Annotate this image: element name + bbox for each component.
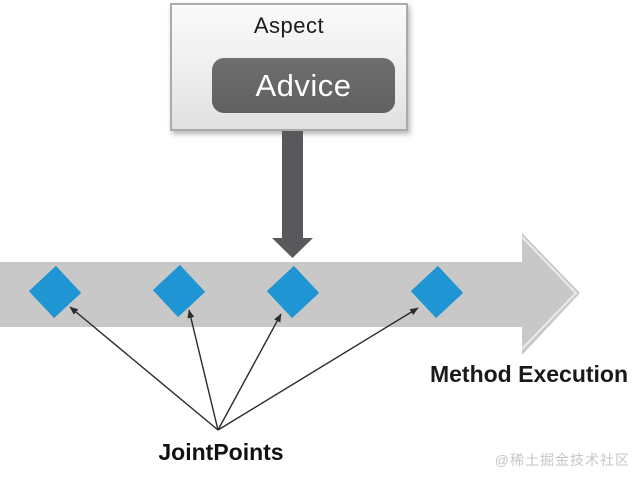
arrowhead-bevel-highlight xyxy=(521,236,578,350)
jointpoint-diamond xyxy=(152,264,206,318)
advice-button: Advice xyxy=(212,58,395,113)
jointpoints-label: JointPoints xyxy=(158,439,284,465)
jointpoint-pointer-line xyxy=(187,309,219,431)
jointpoint-pointer-line xyxy=(69,306,219,431)
aspect-box-title: Aspect xyxy=(253,13,325,38)
jointpoint-diamond xyxy=(28,265,82,319)
method-execution-label: Method Execution xyxy=(429,361,629,387)
jointpoint-diamond xyxy=(410,265,464,319)
jointpoint-diamond xyxy=(266,265,320,319)
jointpoint-pointer-line xyxy=(217,313,282,431)
advice-down-arrow-icon xyxy=(272,131,313,258)
jointpoint-pointer-line xyxy=(217,307,419,431)
watermark-text: @稀土掘金技术社区 xyxy=(494,452,630,468)
aspect-box: Aspect Advice xyxy=(170,3,408,131)
